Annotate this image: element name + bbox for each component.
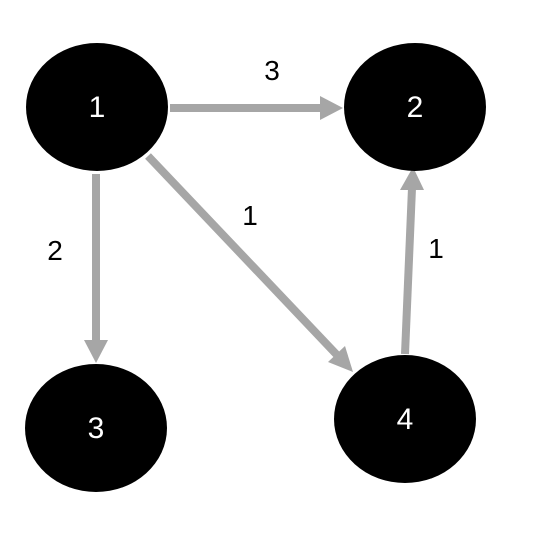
edge-4-2-arrowhead (400, 167, 424, 190)
edge-1-4-weight: 1 (242, 200, 258, 231)
node-4-circle (334, 355, 476, 483)
node-2: 2 (344, 43, 486, 171)
edges-layer: 3 2 1 1 (47, 55, 444, 372)
node-2-circle (344, 43, 486, 171)
edge-1-3-arrowhead (84, 340, 108, 363)
edge-1-4-arrowhead (328, 346, 353, 372)
node-3-circle (25, 364, 167, 492)
node-4: 4 (334, 355, 476, 483)
node-1: 1 (26, 43, 168, 171)
node-1-label: 1 (89, 91, 106, 124)
node-3: 3 (25, 364, 167, 492)
node-3-label: 3 (88, 412, 105, 445)
edge-1-2-weight: 3 (264, 55, 280, 86)
node-2-label: 2 (407, 91, 424, 124)
edge-1-3-weight: 2 (47, 235, 63, 266)
edge-1-4: 1 (145, 153, 353, 372)
nodes-layer: 1 2 3 4 (25, 43, 486, 492)
edge-1-4-line (145, 153, 340, 358)
node-1-circle (26, 43, 168, 171)
node-4-label: 4 (397, 403, 414, 436)
edge-1-2-arrowhead (320, 96, 343, 120)
edge-1-2: 3 (170, 55, 343, 120)
edge-4-2-weight: 1 (428, 233, 444, 264)
edge-4-2-line (401, 187, 416, 355)
edge-1-3: 2 (47, 174, 108, 363)
edge-4-2: 1 (400, 167, 444, 355)
